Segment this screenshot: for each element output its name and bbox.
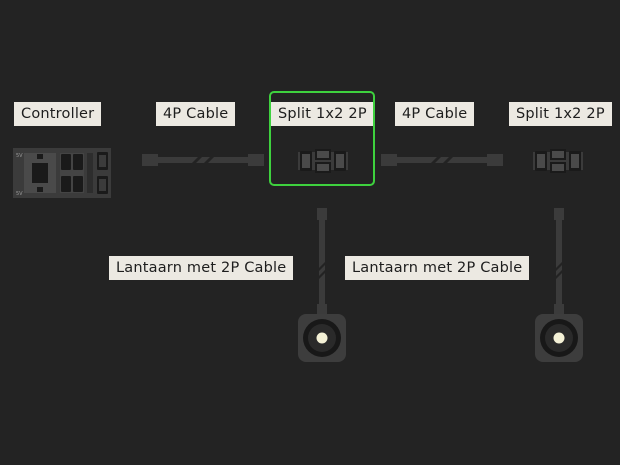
cable-4p-label-2[interactable]: 4P Cable <box>395 102 475 126</box>
lantaarn-label-2[interactable]: Lantaarn met 2P Cable <box>345 256 530 280</box>
lantaarn-label-1[interactable]: Lantaarn met 2P Cable <box>109 256 294 280</box>
split-label-1[interactable]: Split 1x2 2P <box>271 102 374 126</box>
pin-label-top: 5V <box>16 153 23 159</box>
cable-4p-label-1[interactable]: 4P Cable <box>156 102 236 126</box>
controller-label[interactable]: Controller <box>14 102 102 126</box>
controller-board[interactable]: 5V 5V <box>13 148 111 198</box>
lantaarn-2[interactable] <box>533 208 585 364</box>
pin-label-bottom: 5V <box>16 191 23 197</box>
splitter-2[interactable] <box>533 148 583 174</box>
split-label-2[interactable]: Split 1x2 2P <box>509 102 612 126</box>
lantaarn-1[interactable] <box>296 208 348 364</box>
selection-frame <box>269 91 375 186</box>
cable-4p-1[interactable] <box>142 151 264 169</box>
cable-4p-2[interactable] <box>381 151 503 169</box>
splitter-1[interactable] <box>298 148 348 174</box>
